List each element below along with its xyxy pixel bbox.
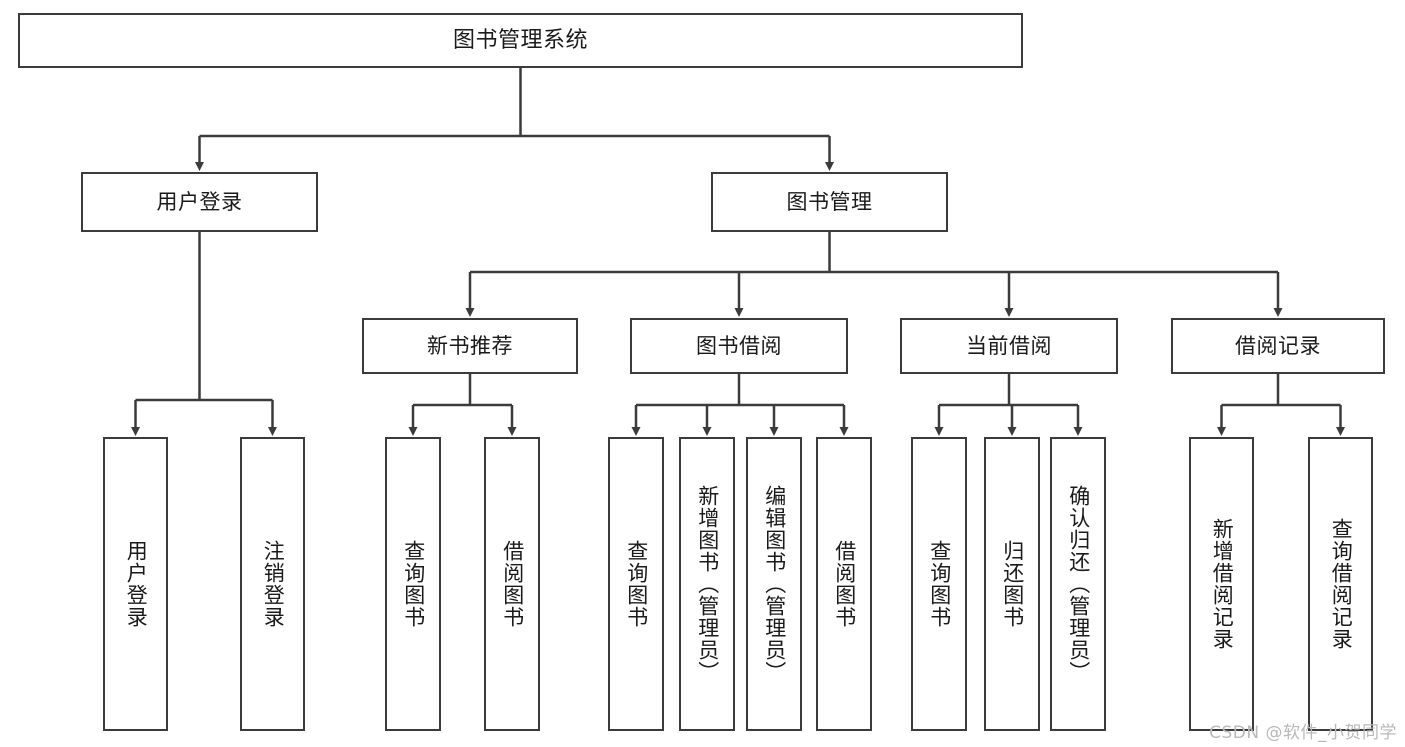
node-leaf-bo-query[interactable]: 查询图书 [608,437,664,731]
node-label: 当前借阅 [966,333,1052,358]
node-newbook[interactable]: 新书推荐 [362,318,578,374]
node-login[interactable]: 用户登录 [81,172,318,232]
node-label: 图书管理 [786,189,873,214]
node-leaf-bo-borrow[interactable]: 借阅图书 [816,437,872,731]
node-label: 归还图书 [1000,540,1025,628]
node-label: 查询借阅记录 [1329,518,1354,650]
node-label: 用户登录 [124,540,149,628]
node-label: 注销登录 [261,540,286,628]
node-leaf-user-login[interactable]: 用户登录 [103,437,168,731]
node-current[interactable]: 当前借阅 [900,318,1118,374]
node-label: 查询图书 [624,540,649,628]
node-leaf-logout[interactable]: 注销登录 [240,437,305,731]
node-leaf-re-add[interactable]: 新增借阅记录 [1189,437,1254,731]
node-leaf-bo-edit[interactable]: 编辑图书（管理员） [746,437,802,731]
node-records[interactable]: 借阅记录 [1171,318,1385,374]
node-label: 用户登录 [156,189,243,214]
node-label: 借阅图书 [832,540,857,628]
node-leaf-cu-return[interactable]: 归还图书 [984,437,1040,731]
node-label: 查询图书 [401,540,426,628]
node-label: 图书借阅 [696,333,782,358]
node-label: 新书推荐 [427,333,513,358]
node-label: 查询图书 [927,540,952,628]
watermark-text: CSDN @软件_小贺同学 [1209,723,1397,743]
node-leaf-nb-query[interactable]: 查询图书 [385,437,441,731]
node-root[interactable]: 图书管理系统 [18,13,1023,68]
node-leaf-nb-borrow[interactable]: 借阅图书 [484,437,540,731]
node-label: 借阅记录 [1235,333,1321,358]
node-label: 新增图书（管理员） [695,485,720,683]
node-leaf-bo-add[interactable]: 新增图书（管理员） [679,437,735,731]
node-label: 编辑图书（管理员） [762,485,787,683]
node-leaf-re-query[interactable]: 查询借阅记录 [1308,437,1373,731]
node-borrow[interactable]: 图书借阅 [630,318,848,374]
node-bookmgmt[interactable]: 图书管理 [711,172,948,232]
node-leaf-cu-confirm[interactable]: 确认归还（管理员） [1050,437,1106,731]
node-leaf-cu-query[interactable]: 查询图书 [911,437,967,731]
node-label: 借阅图书 [500,540,525,628]
node-label: 确认归还（管理员） [1066,485,1091,683]
node-label: 新增借阅记录 [1210,518,1235,650]
node-label: 图书管理系统 [452,27,588,53]
